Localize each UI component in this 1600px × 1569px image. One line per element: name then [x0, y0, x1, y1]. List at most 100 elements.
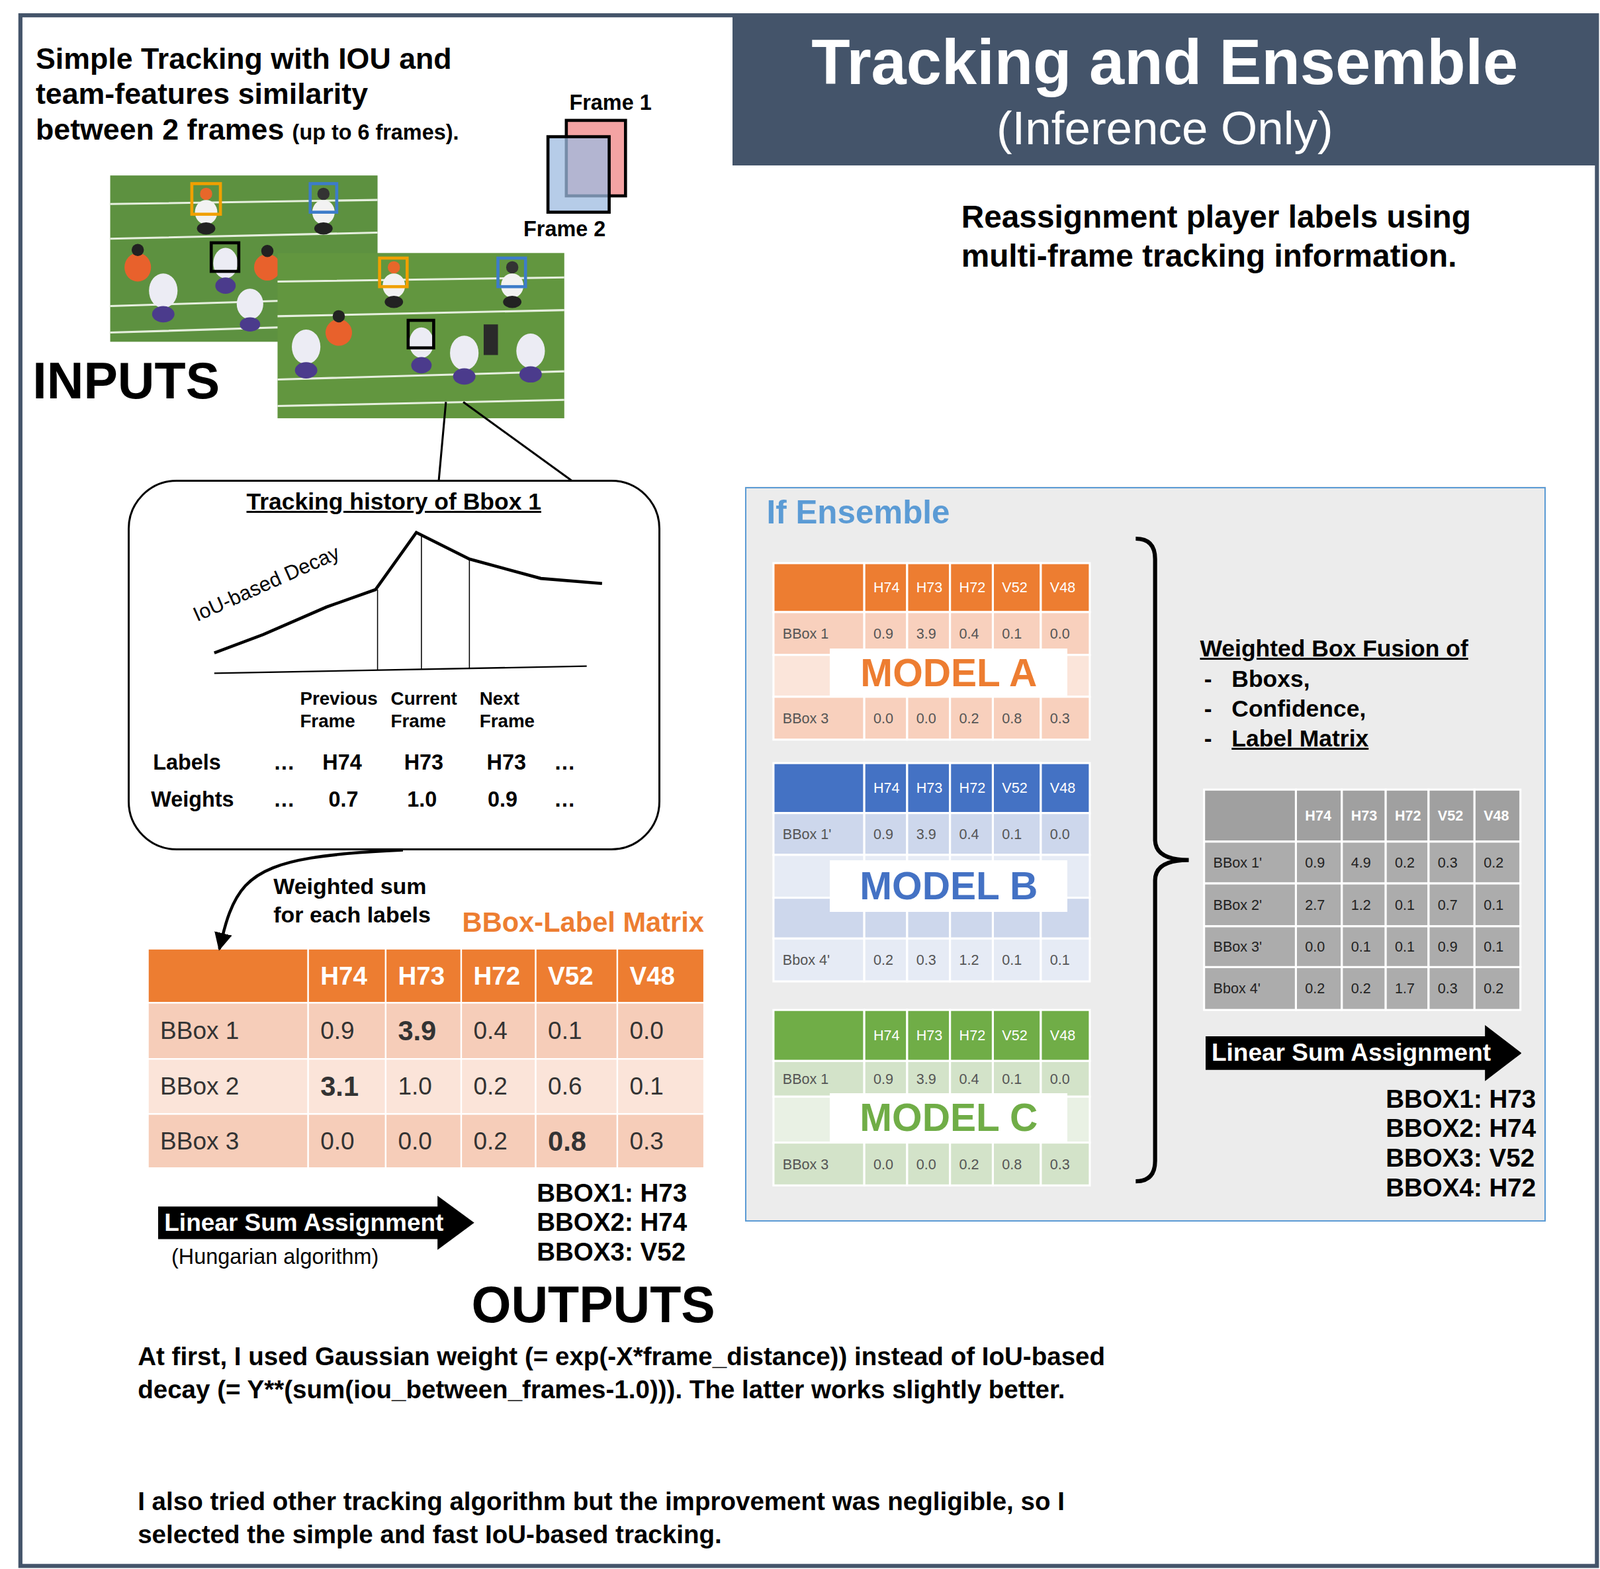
table-cell-ground	[1040, 1009, 1090, 1061]
table-cell: 0.2	[461, 1059, 536, 1115]
table-cell-ground	[535, 1002, 618, 1059]
history-value: 1.0	[406, 786, 437, 813]
table-cell-ground	[1474, 926, 1520, 968]
table-cell: BBox 3	[148, 1114, 309, 1169]
table-cell-ground	[148, 1113, 309, 1168]
table-cell: 3.1	[308, 1059, 386, 1115]
table-cell: 0.0	[617, 1003, 705, 1060]
art-part	[379, 258, 408, 287]
table-header-cell: H73	[907, 563, 951, 613]
table-cell-ground	[1428, 966, 1475, 1010]
node-heading: If Ensemble	[746, 488, 1546, 532]
table-cell-ground	[1204, 883, 1297, 927]
table-header-cell: V52	[992, 1010, 1041, 1062]
table-cell-ground	[1040, 1060, 1090, 1097]
art-part	[211, 242, 239, 272]
table-cell-ground	[1341, 926, 1386, 968]
art-part	[325, 319, 353, 347]
art-part	[449, 335, 479, 370]
node-heading: MODEL B	[859, 862, 1038, 910]
decay-chart	[214, 532, 603, 674]
table-cell: Bbox 4'	[1204, 967, 1297, 1011]
table-cell: 3.9	[385, 1003, 462, 1060]
table-cell-ground	[992, 696, 1041, 740]
table-cell-ground	[1040, 563, 1090, 613]
history-value: H73	[487, 749, 527, 776]
table-cell-ground	[773, 1060, 865, 1097]
output-line: BBOX3: V52	[536, 1236, 686, 1268]
table-cell-ground	[864, 938, 908, 982]
art-part	[506, 261, 519, 274]
table-cell: 0.8	[535, 1114, 618, 1169]
table-cell-ground	[385, 1113, 462, 1168]
table-cell: 0.2	[1341, 967, 1386, 1011]
table-cell-ground	[148, 948, 309, 1004]
method-note: (Hungarian algorithm)	[171, 1244, 379, 1270]
note-text: I also tried other tracking algorithm bu…	[137, 1484, 1117, 1552]
art-part	[199, 187, 213, 200]
table-header-cell: V48	[617, 948, 705, 1004]
table-cell-ground	[864, 1060, 908, 1097]
table-cell-ground	[992, 563, 1041, 613]
art-part	[314, 222, 333, 235]
table-cell-ground	[773, 762, 865, 814]
history-value: 0.9	[487, 786, 518, 813]
frame-label: Frame 2	[523, 216, 606, 243]
art-part	[408, 320, 435, 349]
table-cell-ground	[385, 1058, 462, 1114]
node-heading: MODEL A	[860, 649, 1037, 697]
table-cell-ground	[1474, 789, 1520, 842]
axis-label: Next Frame	[479, 687, 544, 732]
table-cell: BBox 1	[773, 612, 865, 656]
table-cell-ground	[617, 1113, 705, 1168]
table-cell-ground	[1295, 883, 1342, 927]
table-cell-ground	[992, 1060, 1041, 1097]
table-cell-ground	[907, 938, 951, 982]
table-cell-ground	[992, 813, 1041, 855]
arrow-shape	[1205, 1024, 1522, 1082]
table-cell-ground	[950, 938, 994, 982]
table-cell-ground	[907, 762, 951, 814]
table-cell: 0.0	[1040, 612, 1090, 656]
list-bullet: -	[1204, 724, 1213, 754]
table-cell-ground	[864, 1009, 908, 1061]
table-cell: 1.7	[1385, 967, 1429, 1011]
table-cell: 0.9	[1295, 841, 1342, 884]
table-cell-ground	[1040, 1142, 1090, 1186]
history-value: 0.7	[328, 786, 359, 813]
table-cell: 0.0	[1295, 926, 1342, 968]
table-cell: 2.7	[1295, 883, 1342, 927]
table-cell: 0.3	[1428, 967, 1475, 1011]
table-cell-ground	[907, 563, 951, 613]
table-cell: 0.2	[1474, 841, 1520, 884]
table-cell-ground	[907, 813, 951, 855]
table-cell: 0.9	[308, 1003, 386, 1060]
section-heading: OUTPUTS	[471, 1273, 715, 1336]
table-cell: 0.1	[1474, 926, 1520, 968]
art-part	[332, 310, 346, 323]
table-cell-ground	[1295, 926, 1342, 968]
table-cell-ground	[907, 1142, 951, 1186]
table-cell-ground	[308, 1002, 386, 1059]
table-header-cell: H73	[1341, 790, 1386, 843]
art-part	[197, 222, 216, 235]
table-cell-ground	[535, 1113, 618, 1168]
table-cell: 0.2	[1474, 967, 1520, 1011]
table-cell-ground	[773, 563, 865, 613]
description-text: Reassignment player labels using multi-f…	[961, 197, 1564, 276]
table-cell: BBox 1'	[1204, 841, 1297, 884]
axis-label: Current Frame	[391, 687, 475, 732]
history-value: H74	[322, 749, 362, 776]
table-header-cell: H73	[385, 948, 462, 1004]
table-cell-ground	[907, 696, 951, 740]
table-cell: 0.9	[864, 1061, 908, 1098]
table-cell: 1.2	[950, 938, 994, 982]
connector-arrow	[219, 850, 403, 950]
table-cell: 0.4	[950, 612, 994, 656]
table-cell: 0.0	[864, 696, 908, 740]
table-cell: 0.8	[992, 696, 1041, 740]
art-part	[131, 243, 145, 256]
table-cell: 0.6	[535, 1059, 618, 1115]
table-cell-ground	[1474, 883, 1520, 927]
